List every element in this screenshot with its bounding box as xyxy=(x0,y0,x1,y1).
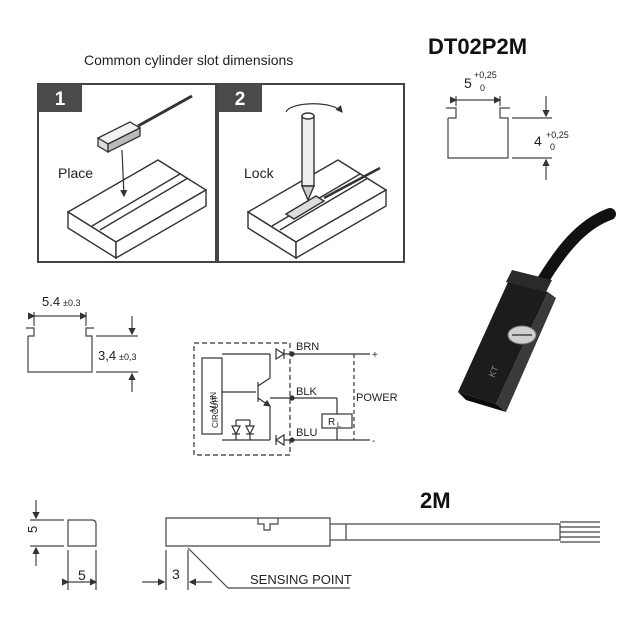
step-1-number: 1 xyxy=(55,89,66,110)
step-1-label: Place xyxy=(58,165,93,181)
bottom-side-view xyxy=(30,500,600,590)
load-r: R xyxy=(328,417,335,428)
bottom-width-dim: 5 xyxy=(78,567,86,583)
slot-left-width: 5.4 xyxy=(42,294,60,309)
power-minus: - xyxy=(372,436,375,447)
circuit-main-label: MAIN xyxy=(209,392,218,412)
slot-left-width-tol: ±0.3 xyxy=(63,298,80,308)
step-2-number: 2 xyxy=(235,89,246,110)
step-1-sensor xyxy=(96,94,193,198)
slot-top-width: 5 xyxy=(464,75,472,91)
circuit-label-box: CIRCUIT xyxy=(202,372,222,432)
bottom-height-dim: 5 xyxy=(25,526,40,533)
slot-profile-top xyxy=(446,96,552,180)
wire-blk-label: BLK xyxy=(296,386,317,398)
circuit-diagram xyxy=(193,342,370,456)
bottom-offset-dim: 3 xyxy=(172,566,180,582)
step-1-block xyxy=(66,159,208,260)
slot-top-width-tol-lower: 0 xyxy=(480,83,485,93)
slot-top-width-tol-upper: +0,25 xyxy=(474,70,497,80)
load-sub: L xyxy=(337,422,341,429)
sensing-point-label: SENSING POINT xyxy=(250,572,352,587)
power-label: POWER xyxy=(356,392,398,404)
step-2-label: Lock xyxy=(244,165,275,181)
sensor-photo xyxy=(458,208,616,412)
slot-top-height: 4 xyxy=(534,133,542,149)
step-1-badge xyxy=(38,84,82,112)
screwdriver xyxy=(285,103,343,202)
slot-profile-left xyxy=(26,312,138,392)
step-2-badge xyxy=(218,84,262,112)
step-2-block xyxy=(246,159,388,260)
cable-length: 2M xyxy=(420,488,451,513)
slot-left-height: 3,4 xyxy=(98,348,116,363)
power-plus: + xyxy=(372,350,378,361)
slot-top-height-tol-upper: +0,25 xyxy=(546,130,569,140)
slot-top-height-tol-lower: 0 xyxy=(550,142,555,152)
wire-blu-label: BLU xyxy=(296,427,317,439)
slot-left-height-tol: ±0,3 xyxy=(119,352,136,362)
wire-brn-label: BRN xyxy=(296,341,319,353)
sensor-marking: KT xyxy=(487,364,501,379)
model-title: DT02P2M xyxy=(428,34,528,59)
cylinder-heading: Common cylinder slot dimensions xyxy=(84,52,294,68)
circuit-label-svg: CIRCUIT xyxy=(211,395,220,428)
circuit-circuit-text: CIRCUIT xyxy=(211,395,220,428)
